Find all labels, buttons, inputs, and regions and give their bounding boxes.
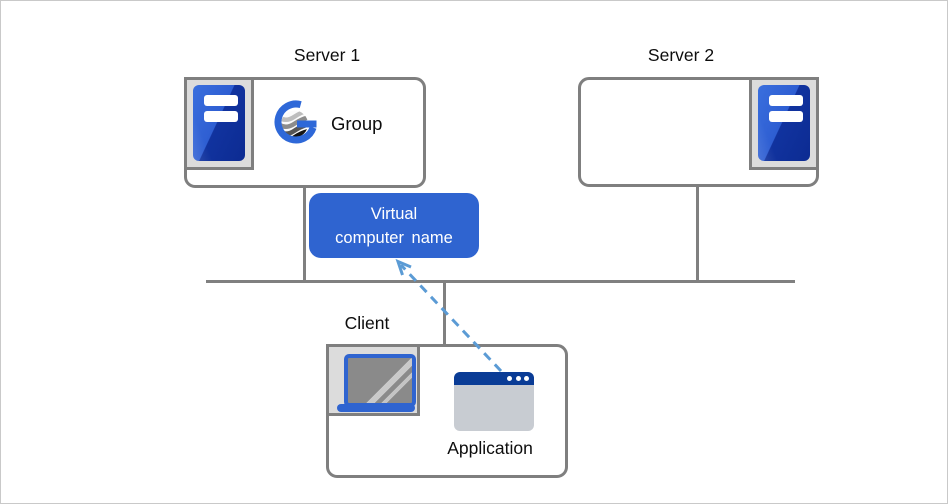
- app-window-dot: [516, 376, 521, 381]
- laptop-base: [337, 404, 415, 412]
- server-icon-bar: [204, 95, 238, 106]
- server1-icon-frame: [184, 77, 254, 170]
- laptop-screen: [344, 354, 416, 407]
- app-window-icon: [454, 372, 534, 431]
- app-window-dot: [507, 376, 512, 381]
- server-icon-bar: [204, 111, 238, 122]
- virtual-computer-name-line2: computer name: [335, 228, 453, 247]
- server1-drop-line: [303, 187, 306, 281]
- server-icon-bar: [769, 111, 803, 122]
- app-window-dot: [524, 376, 529, 381]
- server2-title: Server 2: [647, 45, 715, 65]
- server2-drop-line: [696, 186, 699, 281]
- server-icon-bar: [769, 95, 803, 106]
- virtual-computer-name-line1: Virtual: [370, 204, 418, 223]
- app-window-titlebar: [454, 372, 534, 385]
- client-title: Client: [344, 313, 390, 333]
- app-window-body: [454, 385, 534, 431]
- virtual-computer-name-badge: Virtual computer name: [309, 193, 479, 258]
- application-label: Application: [447, 438, 533, 458]
- network-bus-line: [206, 280, 795, 283]
- group-globe-logo-icon: [274, 100, 317, 144]
- server-tower-icon: [758, 85, 810, 161]
- server1-title: Server 1: [293, 45, 361, 65]
- group-label: Group: [331, 113, 383, 134]
- server-tower-icon: [193, 85, 245, 161]
- server2-icon-frame: [749, 77, 819, 170]
- client-icon-frame: [326, 344, 420, 416]
